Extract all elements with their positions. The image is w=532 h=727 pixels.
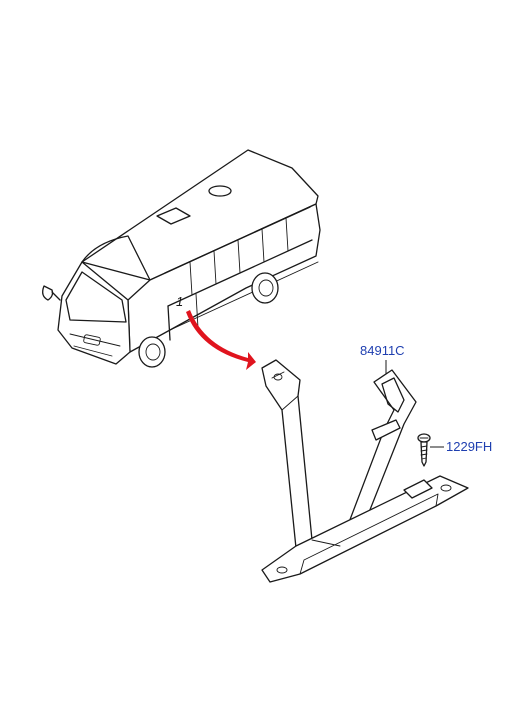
- rear-wheel: [251, 272, 279, 304]
- roof-hatch-rear: [208, 185, 232, 197]
- part-label-84911C: 84911C: [360, 343, 405, 358]
- bus-illustration: 1: [42, 149, 321, 368]
- bracket-left-arm: [261, 359, 313, 549]
- callout-arrow: [186, 310, 256, 370]
- front-wheel: [138, 336, 166, 368]
- part-label-1229FH: 1229FH: [446, 439, 492, 454]
- roof-hatch-front: [156, 207, 191, 225]
- location-marker: 1: [176, 294, 183, 309]
- side-mirror: [42, 285, 61, 301]
- screw-part: [417, 433, 431, 467]
- bracket-part: [261, 359, 469, 583]
- bus-front: [57, 261, 131, 365]
